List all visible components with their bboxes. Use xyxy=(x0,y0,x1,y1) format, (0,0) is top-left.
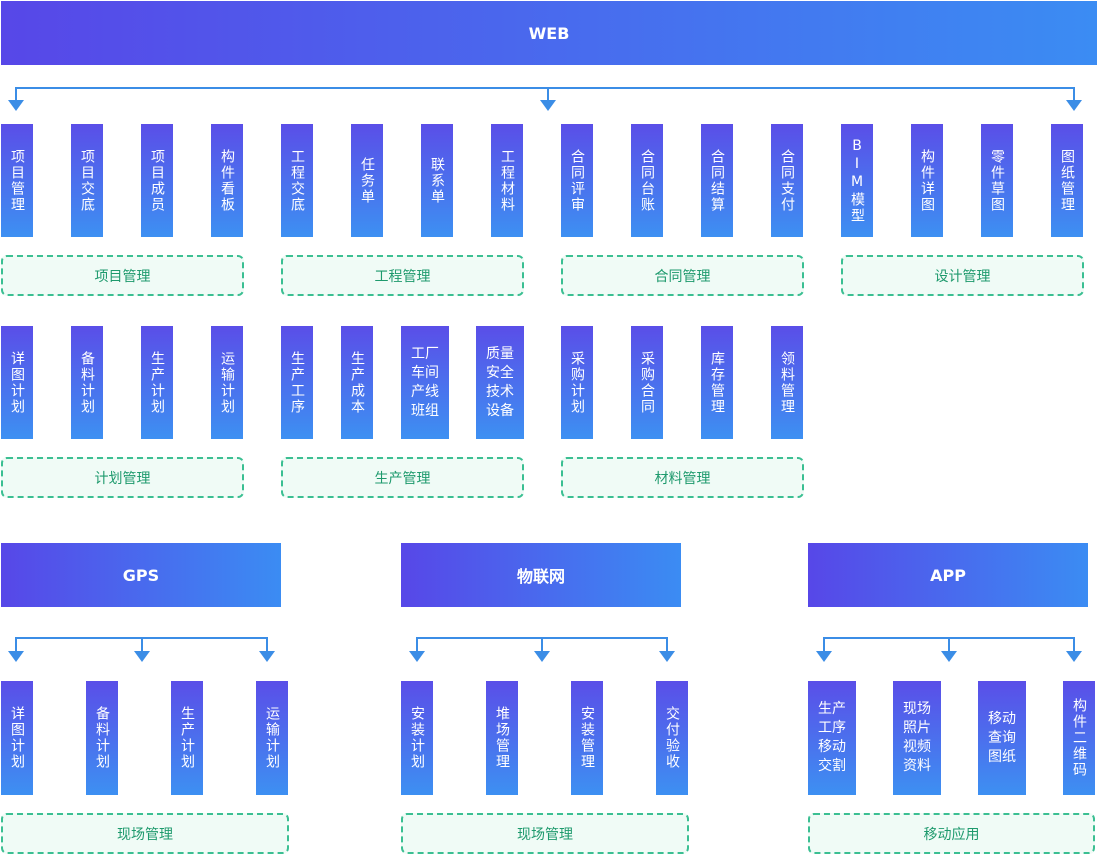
module-box[interactable]: 构件详图 xyxy=(911,124,943,237)
module-label: 生产工序 xyxy=(289,350,305,415)
module-label: 合同支付 xyxy=(779,148,795,213)
module-box[interactable]: 运输计划 xyxy=(211,326,243,439)
module-label: 安装计划 xyxy=(409,706,425,770)
module-box[interactable]: 备料计划 xyxy=(86,681,118,795)
module-label: 任务单 xyxy=(359,156,375,205)
module-label: 工程交底 xyxy=(289,148,305,213)
module-box[interactable]: 构件二维码 xyxy=(1063,681,1095,795)
module-box[interactable]: 合同评审 xyxy=(561,124,593,237)
module-label: 运输计划 xyxy=(264,706,280,770)
module-label: 构件看板 xyxy=(219,148,235,213)
module-box[interactable]: 生产计划 xyxy=(141,326,173,439)
group-label[interactable]: 设计管理 xyxy=(841,255,1084,296)
module-box[interactable]: 图纸管理 xyxy=(1051,124,1083,237)
app-header: APP xyxy=(808,543,1088,607)
module-box[interactable]: 详图计划 xyxy=(1,681,33,795)
module-box[interactable]: 合同结算 xyxy=(701,124,733,237)
module-box[interactable]: 交付验收 xyxy=(656,681,688,795)
module-label: 联系单 xyxy=(429,156,445,205)
module-box[interactable]: 采购合同 xyxy=(631,326,663,439)
module-label: 备料计划 xyxy=(94,706,110,770)
module-box[interactable]: 联系单 xyxy=(421,124,453,237)
module-label: 交付验收 xyxy=(664,706,680,770)
module-box[interactable]: 任务单 xyxy=(351,124,383,237)
module-box[interactable]: 现场照片视频资料 xyxy=(893,681,941,795)
group-label[interactable]: 现场管理 xyxy=(401,813,689,854)
module-box[interactable]: 领料管理 xyxy=(771,326,803,439)
module-label: 详图计划 xyxy=(9,350,25,415)
iot-title: 物联网 xyxy=(516,567,565,586)
module-box[interactable]: 零件草图 xyxy=(981,124,1013,237)
module-box[interactable]: 堆场管理 xyxy=(486,681,518,795)
group-label[interactable]: 计划管理 xyxy=(1,457,244,498)
module-label: 项目交底 xyxy=(79,148,95,213)
module-label: 运输计划 xyxy=(219,350,235,415)
group-label[interactable]: 现场管理 xyxy=(1,813,289,854)
module-box[interactable]: 生产成本 xyxy=(341,326,373,439)
module-label: 安装管理 xyxy=(579,706,595,770)
group-label[interactable]: 移动应用 xyxy=(808,813,1095,854)
module-label: 工厂车间产线班组 xyxy=(411,345,439,419)
web-title: WEB xyxy=(528,23,570,43)
gps-title: GPS xyxy=(122,565,160,585)
app-title: APP xyxy=(930,565,966,585)
module-label: 构件详图 xyxy=(919,148,935,213)
module-box[interactable]: 安装计划 xyxy=(401,681,433,795)
module-label: 合同评审 xyxy=(569,148,585,213)
module-box[interactable]: 生产工序 xyxy=(281,326,313,439)
group-label[interactable]: 生产管理 xyxy=(281,457,524,498)
module-box[interactable]: 安装管理 xyxy=(571,681,603,795)
module-label: 详图计划 xyxy=(9,706,25,770)
module-label: 生产计划 xyxy=(179,706,195,770)
module-box[interactable]: 采购计划 xyxy=(561,326,593,439)
group-label[interactable]: 工程管理 xyxy=(281,255,524,296)
module-box[interactable]: 质量安全技术设备 xyxy=(476,326,524,439)
module-label: 项目管理 xyxy=(9,148,25,213)
group-label[interactable]: 材料管理 xyxy=(561,457,804,498)
module-label: 零件草图 xyxy=(989,148,1005,213)
module-label: 采购合同 xyxy=(639,350,655,415)
module-label: 合同结算 xyxy=(709,148,725,213)
module-label: BIM模型 xyxy=(849,137,865,224)
module-label: 工程材料 xyxy=(499,148,515,213)
module-box[interactable]: 合同台账 xyxy=(631,124,663,237)
module-box[interactable]: 项目交底 xyxy=(71,124,103,237)
module-box[interactable]: 生产计划 xyxy=(171,681,203,795)
module-box[interactable]: 工程材料 xyxy=(491,124,523,237)
module-box[interactable]: 备料计划 xyxy=(71,326,103,439)
module-box[interactable]: 运输计划 xyxy=(256,681,288,795)
module-label: 领料管理 xyxy=(779,350,795,415)
module-label: 质量安全技术设备 xyxy=(486,345,514,419)
module-label: 构件二维码 xyxy=(1071,698,1087,778)
web-header: WEB xyxy=(1,1,1097,65)
module-box[interactable]: 合同支付 xyxy=(771,124,803,237)
module-label: 现场照片视频资料 xyxy=(903,701,931,774)
module-label: 图纸管理 xyxy=(1059,148,1075,213)
module-label: 合同台账 xyxy=(639,148,655,213)
module-label: 生产工序移动交割 xyxy=(818,701,846,774)
module-label: 移动查询图纸 xyxy=(988,710,1016,765)
module-label: 堆场管理 xyxy=(494,706,510,770)
module-box[interactable]: 详图计划 xyxy=(1,326,33,439)
module-box[interactable]: 工程交底 xyxy=(281,124,313,237)
module-label: 库存管理 xyxy=(709,350,725,415)
group-label[interactable]: 合同管理 xyxy=(561,255,804,296)
module-box[interactable]: BIM模型 xyxy=(841,124,873,237)
module-label: 采购计划 xyxy=(569,350,585,415)
module-box[interactable]: 库存管理 xyxy=(701,326,733,439)
module-label: 生产计划 xyxy=(149,350,165,415)
module-label: 项目成员 xyxy=(149,148,165,213)
module-box[interactable]: 移动查询图纸 xyxy=(978,681,1026,795)
group-label[interactable]: 项目管理 xyxy=(1,255,244,296)
gps-header: GPS xyxy=(1,543,281,607)
module-box[interactable]: 构件看板 xyxy=(211,124,243,237)
module-box[interactable]: 工厂车间产线班组 xyxy=(401,326,449,439)
module-box[interactable]: 项目成员 xyxy=(141,124,173,237)
module-box[interactable]: 项目管理 xyxy=(1,124,33,237)
iot-header: 物联网 xyxy=(401,543,681,607)
module-label: 生产成本 xyxy=(349,350,365,415)
module-label: 备料计划 xyxy=(79,350,95,415)
module-box[interactable]: 生产工序移动交割 xyxy=(808,681,856,795)
